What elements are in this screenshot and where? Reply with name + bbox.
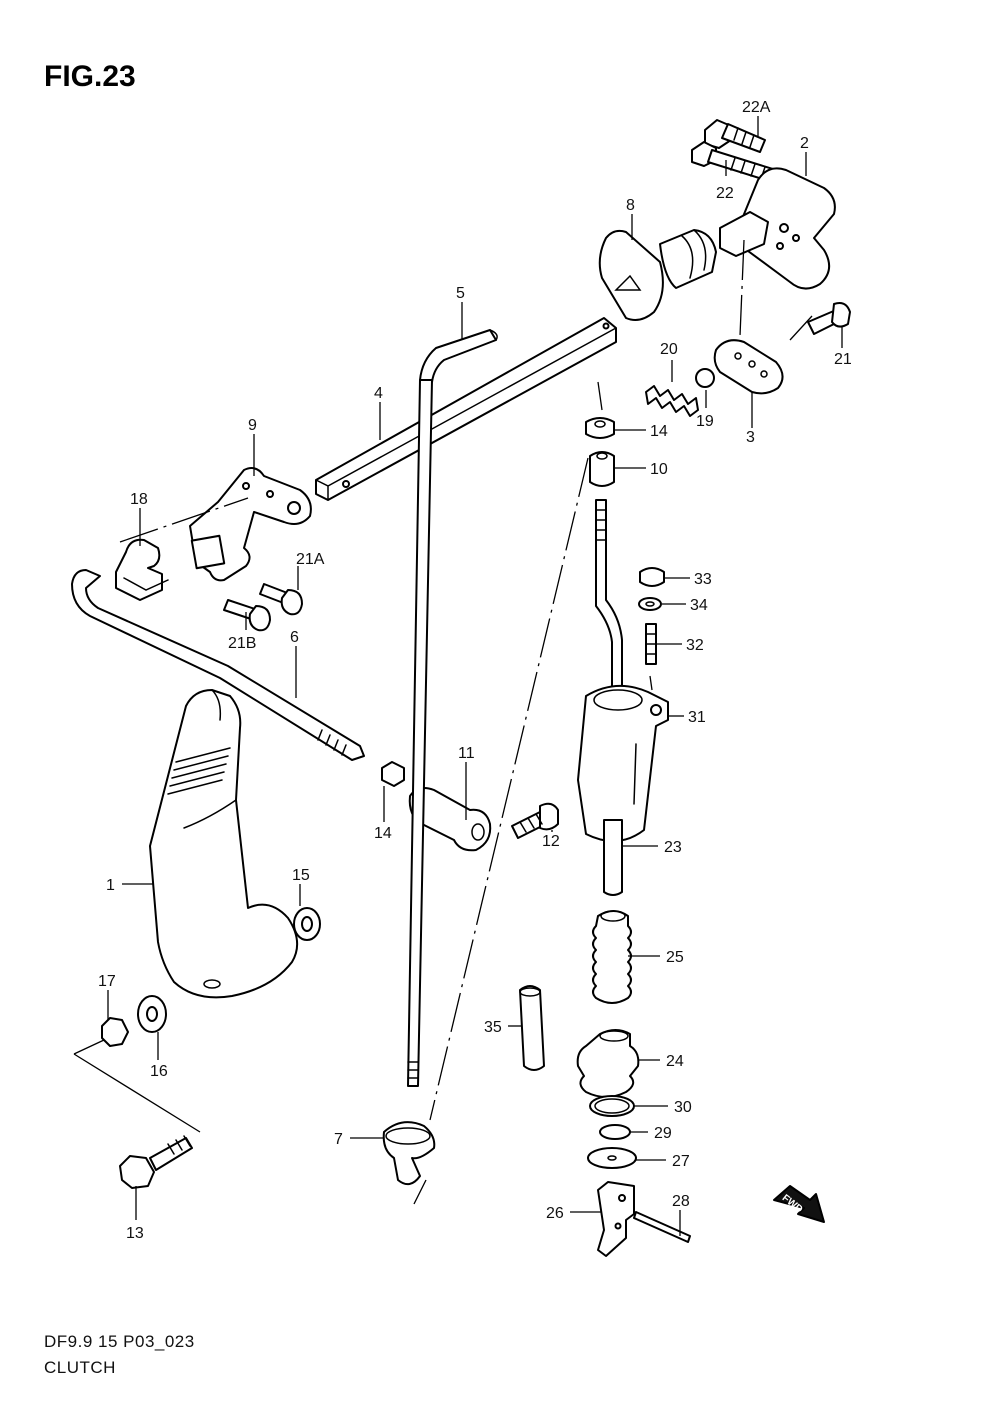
part-25-rubber-boot[interactable] xyxy=(592,910,632,1004)
figure-name: CLUTCH xyxy=(44,1358,116,1377)
forward-arrow-icon: FWD xyxy=(773,1185,825,1223)
callout-9: 9 xyxy=(248,417,257,434)
callout-13: 13 xyxy=(126,1225,144,1242)
callout-14-upper: 14 xyxy=(650,423,668,440)
callout-8: 8 xyxy=(626,197,635,214)
part-14-nut-lower[interactable] xyxy=(381,761,405,787)
part-24-grommet[interactable] xyxy=(576,1029,640,1098)
part-23-rod-lower[interactable] xyxy=(603,819,623,896)
part-5-shift-rod[interactable] xyxy=(419,329,498,383)
part-21-bolt[interactable] xyxy=(807,302,851,335)
part-16-washer[interactable] xyxy=(137,995,167,1033)
callout-29: 29 xyxy=(654,1125,672,1142)
callout-20: 20 xyxy=(660,341,678,358)
part-2-shift-bracket[interactable] xyxy=(719,167,836,290)
part-8-sleeve[interactable] xyxy=(598,229,717,321)
callout-35: 35 xyxy=(484,1019,502,1036)
part-14-nut-upper[interactable] xyxy=(585,417,615,439)
leader-lines xyxy=(107,116,843,1236)
callout-23: 23 xyxy=(664,839,682,856)
callout-21b: 21B xyxy=(228,635,256,652)
callout-24: 24 xyxy=(666,1053,684,1070)
callout-27: 27 xyxy=(672,1153,690,1170)
align-line-g xyxy=(649,675,653,691)
part-35-pin[interactable] xyxy=(519,985,545,1071)
part-13-bolt[interactable] xyxy=(119,1135,193,1189)
part-34-washer[interactable] xyxy=(638,597,662,611)
callout-11: 11 xyxy=(458,745,475,762)
callout-14-lower: 14 xyxy=(374,825,392,842)
callout-22: 22 xyxy=(716,185,734,202)
callout-28: 28 xyxy=(672,1193,690,1210)
callout-26: 26 xyxy=(546,1205,564,1222)
callout-6: 6 xyxy=(290,629,299,646)
part-33-nut[interactable] xyxy=(639,567,665,587)
part-12-bolt[interactable] xyxy=(511,802,559,839)
callout-15: 15 xyxy=(292,867,310,884)
callout-12: 12 xyxy=(542,833,560,850)
align-line-b xyxy=(429,457,589,1121)
align-line-f xyxy=(789,315,813,341)
callout-33: 33 xyxy=(694,571,712,588)
callout-2: 2 xyxy=(800,135,809,152)
callout-21: 21 xyxy=(834,351,852,368)
part-17-nut[interactable] xyxy=(101,1017,129,1047)
part-3-detent-plate[interactable] xyxy=(713,339,784,395)
part-31-housing[interactable] xyxy=(577,684,669,843)
part-21b-bolt[interactable] xyxy=(223,599,271,632)
callout-22a: 22A xyxy=(742,99,771,116)
callout-7: 7 xyxy=(334,1131,343,1148)
part-15-washer[interactable] xyxy=(293,907,321,941)
align-line-d xyxy=(413,1179,427,1205)
part-9-shift-arm[interactable] xyxy=(189,467,312,582)
part-4-shift-shaft[interactable] xyxy=(315,317,617,501)
part-26-bracket[interactable] xyxy=(597,1181,635,1257)
part-30-o-ring[interactable] xyxy=(589,1095,635,1117)
callout-1: 1 xyxy=(106,877,115,894)
callout-16: 16 xyxy=(150,1063,168,1080)
align-line-c xyxy=(119,497,249,543)
callout-4: 4 xyxy=(374,385,383,402)
align-line-e xyxy=(739,239,745,337)
part-18-clip[interactable] xyxy=(115,538,169,601)
callout-3: 3 xyxy=(746,429,755,446)
callout-labels: 22A 22 2 8 5 21 20 19 3 4 14 10 9 18 21A… xyxy=(98,99,852,1242)
callout-25: 25 xyxy=(666,949,684,966)
part-28-pin[interactable] xyxy=(633,1211,691,1243)
callout-17: 17 xyxy=(98,973,116,990)
figure-code: DF9.9 15 P03_023 xyxy=(44,1332,195,1351)
callout-21a: 21A xyxy=(296,551,325,568)
callout-5: 5 xyxy=(456,285,465,302)
part-32-pin[interactable] xyxy=(645,623,657,665)
callout-18: 18 xyxy=(130,491,148,508)
part-10-spacer[interactable] xyxy=(589,451,615,487)
part-21a-bolt[interactable] xyxy=(259,583,303,616)
part-1-shift-handle[interactable] xyxy=(149,689,299,999)
align-line-a xyxy=(597,381,603,411)
callout-32: 32 xyxy=(686,637,704,654)
callout-31: 31 xyxy=(688,709,706,726)
part-5-rod-vertical[interactable] xyxy=(407,379,433,1087)
figure-title: FIG.23 xyxy=(44,60,136,93)
part-7-grommet[interactable] xyxy=(382,1121,436,1186)
part-19-ball[interactable] xyxy=(695,368,715,388)
callout-34: 34 xyxy=(690,597,708,614)
part-20-spring[interactable] xyxy=(645,385,699,417)
part-6-link-rod[interactable] xyxy=(71,569,365,761)
callout-10: 10 xyxy=(650,461,668,478)
callout-19: 19 xyxy=(696,413,714,430)
callout-30: 30 xyxy=(674,1099,692,1116)
part-29-ring[interactable] xyxy=(599,1124,631,1140)
part-27-washer[interactable] xyxy=(587,1147,637,1169)
